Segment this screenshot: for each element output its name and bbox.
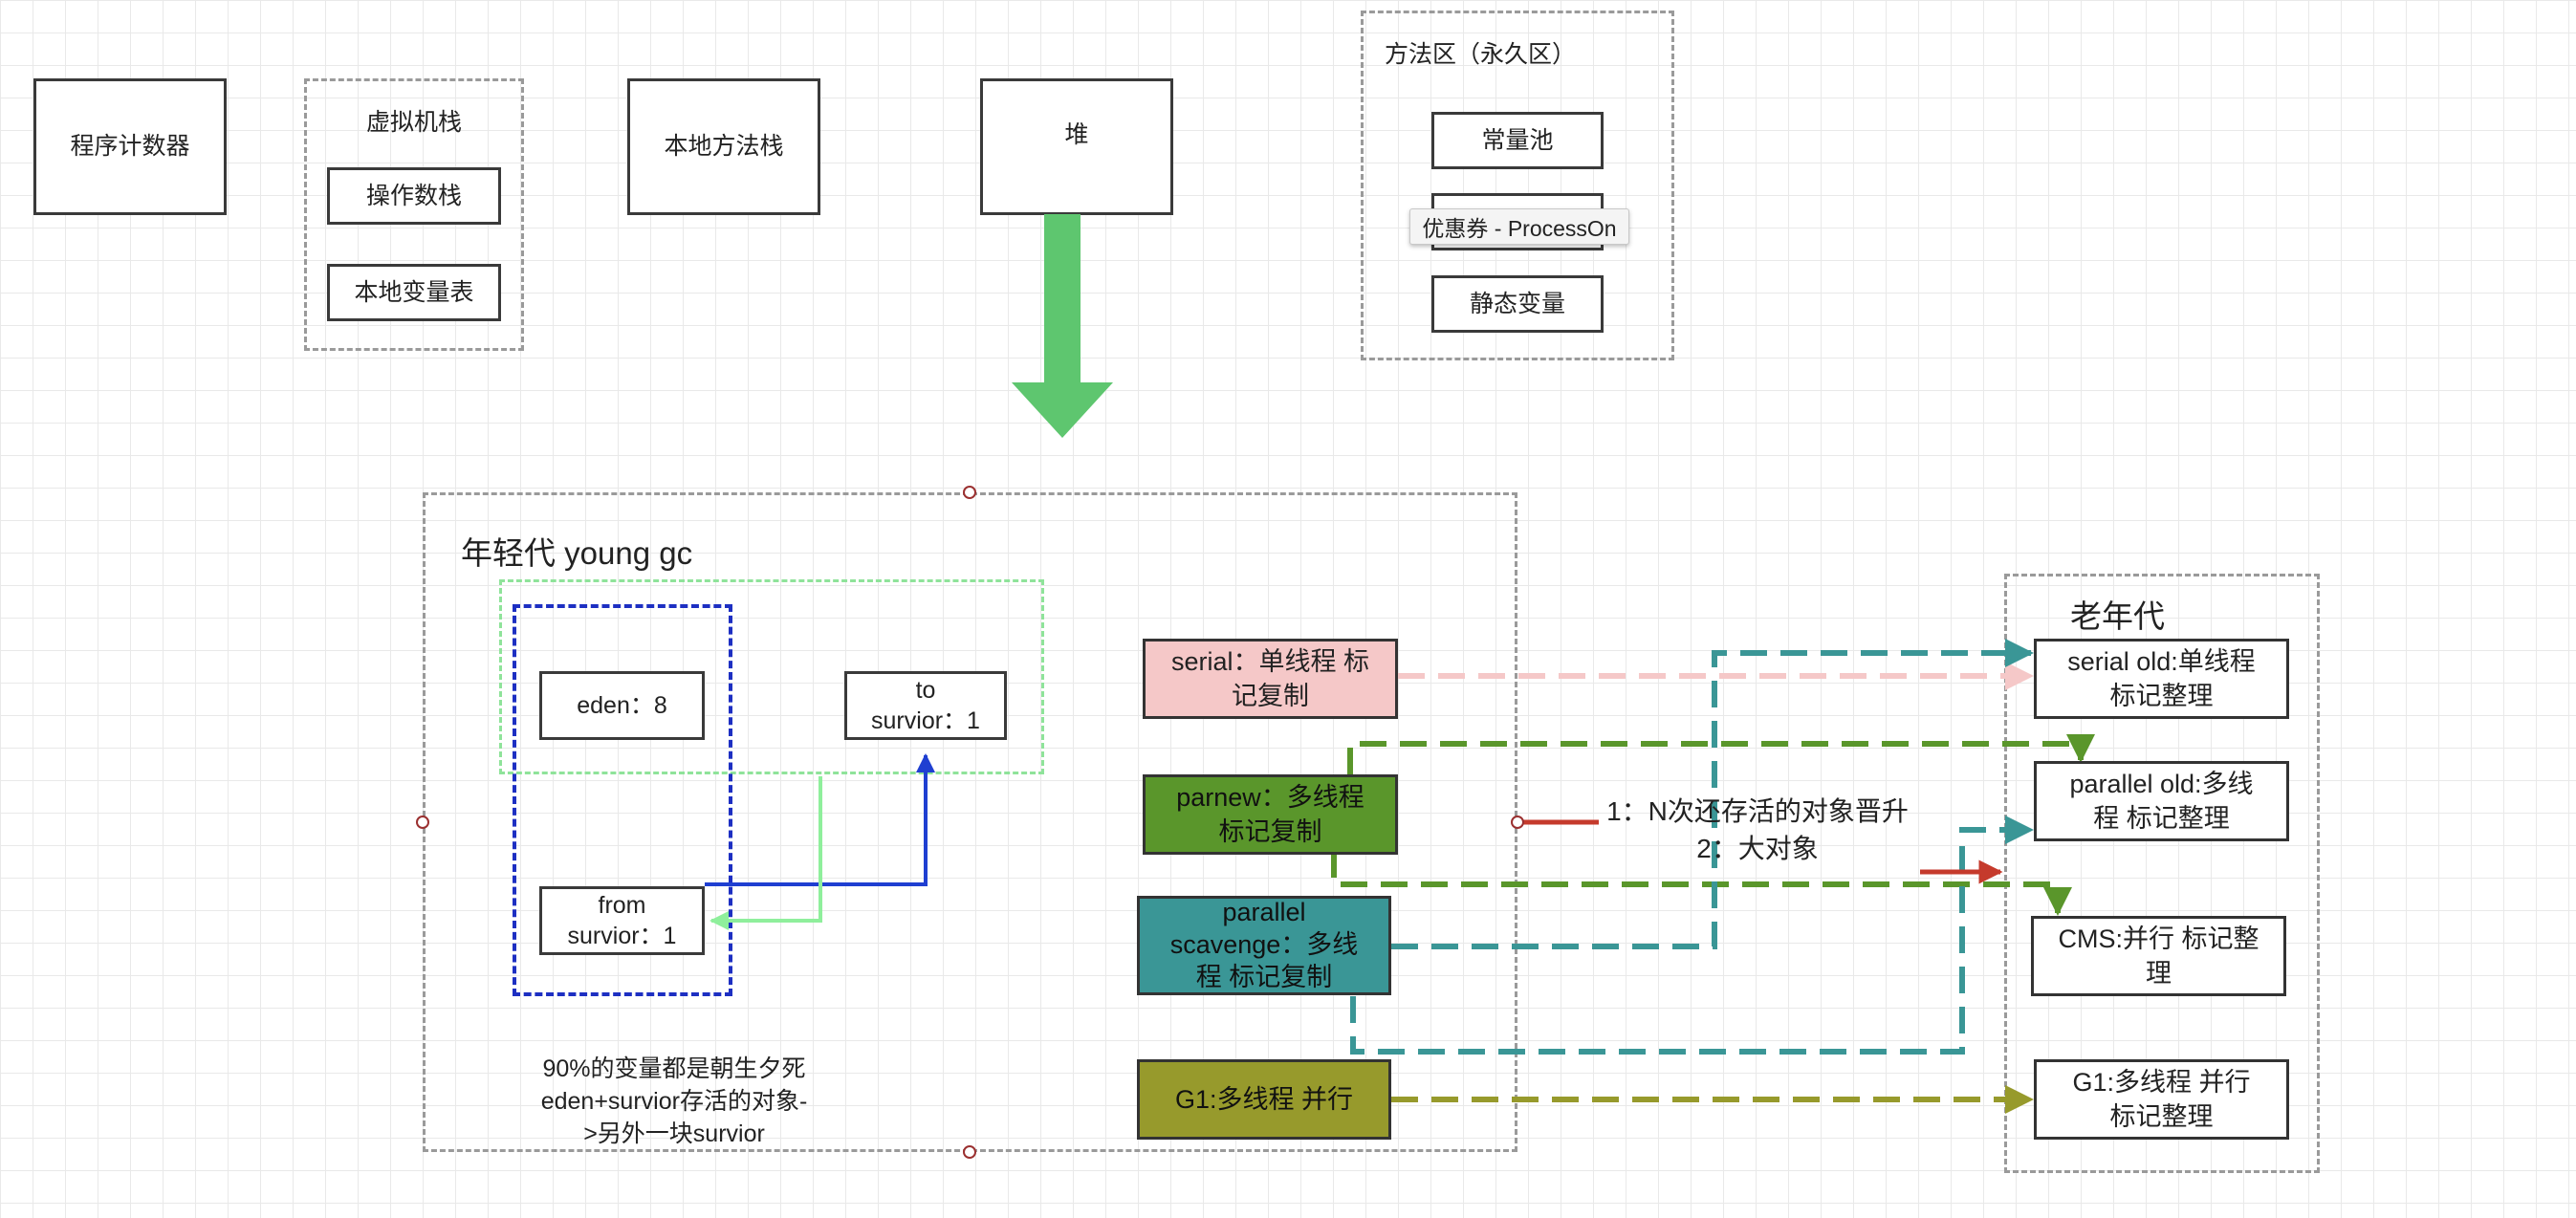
cms-collector[interactable]: CMS:并行 标记整 理 (2031, 916, 2286, 996)
old-gen-container[interactable] (2004, 574, 2320, 1173)
program-counter-label: 程序计数器 (70, 133, 190, 161)
from-survivor-line2: survior：1 (567, 923, 677, 949)
g1-old-line2: 标记整理 (2109, 1102, 2214, 1131)
to-survivor-line1: to (915, 676, 936, 704)
heap-box[interactable]: 堆 (980, 78, 1173, 215)
parallel-line1: parallel (1222, 898, 1306, 927)
parallel-line3: 程 标记复制 (1195, 962, 1333, 991)
serial-line1: serial：单线程 标 (1170, 646, 1370, 676)
program-counter-box[interactable]: 程序计数器 (33, 78, 227, 215)
operand-stack-box[interactable]: 操作数栈 (327, 167, 501, 225)
native-method-stack-box[interactable]: 本地方法栈 (627, 78, 820, 215)
heap-label: 堆 (1064, 121, 1089, 148)
parnew-line2: 标记复制 (1218, 817, 1322, 846)
parallel-line2: scavenge：多线 (1169, 930, 1359, 960)
vm-stack-container[interactable] (304, 78, 524, 351)
serial-old-collector[interactable]: serial old:单线程 标记整理 (2034, 639, 2289, 719)
method-area-title: 方法区（永久区） (1385, 41, 1577, 68)
g1-old-collector[interactable]: G1:多线程 并行 标记整理 (2034, 1059, 2289, 1140)
g1-old-line1: G1:多线程 并行 (2072, 1067, 2251, 1097)
note-line1: 90%的变量都是朝生夕死 (542, 1055, 806, 1082)
survivor-region-green (499, 579, 1044, 774)
from-survivor-box[interactable]: from survior：1 (539, 886, 705, 955)
operand-stack-label: 操作数栈 (365, 182, 462, 209)
serial-collector[interactable]: serial：单线程 标 记复制 (1143, 639, 1398, 719)
from-survivor-line1: from (598, 891, 646, 919)
constant-pool-label: 常量池 (1481, 126, 1554, 154)
method-area-container[interactable] (1361, 11, 1674, 360)
parallel-old-collector[interactable]: parallel old:多线 程 标记整理 (2034, 761, 2289, 841)
tooltip-text: 优惠券 - ProcessOn (1422, 216, 1617, 241)
constant-pool-box[interactable]: 常量池 (1431, 112, 1604, 169)
young-gen-title: 年轻代 young gc (461, 535, 693, 571)
parallel-to-parallel-old (1350, 816, 2034, 1055)
parnew-collector[interactable]: parnew：多线程 标记复制 (1143, 774, 1398, 855)
native-method-stack-label: 本地方法栈 (664, 133, 784, 161)
eden-box[interactable]: eden：8 (539, 671, 705, 740)
promotion-line2: 2：大对象 (1696, 833, 1819, 863)
resize-handle-left[interactable] (416, 816, 429, 829)
static-vars-box[interactable]: 静态变量 (1431, 275, 1604, 333)
serial-old-line1: serial old:单线程 (2067, 646, 2256, 676)
promotion-text: 1：N次还存活的对象晋升 2：大对象 (1595, 794, 1920, 867)
resize-handle-bottom[interactable] (963, 1145, 976, 1159)
parnew-to-cms (1331, 851, 2072, 916)
serial-line2: 记复制 (1232, 682, 1309, 710)
parnew-to-serial-old (1347, 734, 2095, 774)
to-survivor-line2: survior：1 (871, 707, 980, 734)
parallel-old-line2: 程 标记整理 (2093, 804, 2230, 833)
g1-collector[interactable]: G1:多线程 并行 (1137, 1059, 1391, 1140)
resize-handle-top[interactable] (963, 486, 976, 499)
parallel-old-line1: parallel old:多线 (2069, 769, 2254, 798)
promotion-line1: 1：N次还存活的对象晋升 (1606, 796, 1909, 826)
to-from-arrow (709, 776, 822, 930)
parallel-to-serial-old (1391, 639, 2034, 949)
eden-label: eden：8 (577, 691, 667, 719)
static-vars-label: 静态变量 (1469, 290, 1565, 317)
note-line2: eden+survior存活的对象- (540, 1087, 808, 1115)
from-to-arrow (705, 753, 935, 886)
processon-tooltip: 优惠券 - ProcessOn (1409, 208, 1629, 245)
vm-stack-title: 虚拟机栈 (365, 109, 462, 136)
eden-from-region-blue (513, 604, 732, 996)
serial-old-line2: 标记整理 (2109, 682, 2214, 710)
note-line3: >另外一块survior (583, 1120, 765, 1147)
local-var-table-label: 本地变量表 (354, 278, 474, 306)
heap-down-arrow (1012, 214, 1113, 438)
cms-line1: CMS:并行 标记整 (2058, 924, 2259, 953)
cms-line2: 理 (2146, 959, 2172, 988)
parallel-scavenge-collector[interactable]: parallel scavenge：多线 程 标记复制 (1137, 896, 1391, 995)
resize-handle-right[interactable] (1511, 816, 1524, 829)
old-gen-title: 老年代 (2070, 598, 2165, 634)
parnew-line1: parnew：多线程 (1176, 782, 1364, 812)
to-survivor-box[interactable]: to survior：1 (844, 671, 1007, 740)
g1-label: G1:多线程 并行 (1174, 1084, 1354, 1114)
local-var-table-box[interactable]: 本地变量表 (327, 264, 501, 321)
young-gen-note: 90%的变量都是朝生夕死 eden+survior存活的对象- >另外一块sur… (497, 1054, 851, 1150)
